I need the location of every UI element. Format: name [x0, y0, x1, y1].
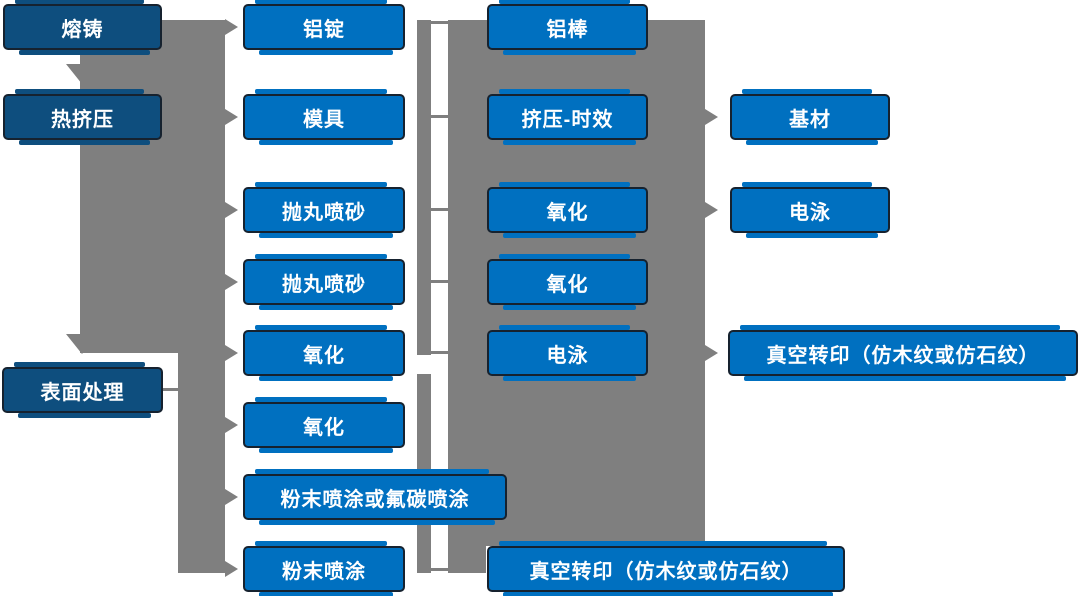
node-oxidation-3: 氧化 — [487, 182, 648, 238]
connector-left-band-upper — [80, 20, 225, 353]
connector-left-band-lower — [178, 353, 225, 573]
arrow-right-icon — [225, 417, 238, 433]
node-melting-casting: 熔铸 — [3, 0, 162, 55]
connector-stub-row1 — [431, 21, 448, 24]
node-electrophoresis-2: 电泳 — [730, 182, 890, 238]
node-mold: 模具 — [243, 89, 405, 145]
connector-main-block-foot — [448, 545, 486, 573]
connector-middle-bar-upper — [417, 20, 431, 355]
connector-stub-surface-treatment — [162, 388, 178, 391]
arrow-right-icon — [225, 561, 238, 577]
arrow-right-icon — [225, 345, 238, 361]
node-substrate: 基材 — [730, 89, 890, 145]
arrow-right-icon — [225, 19, 238, 35]
arrow-right-icon — [225, 109, 238, 125]
arrow-right-icon — [225, 274, 238, 290]
connector-stub-row3 — [431, 208, 448, 211]
node-aluminum-rod: 铝棒 — [487, 0, 648, 55]
node-surface-treatment: 表面处理 — [2, 362, 163, 418]
node-powder-coating: 粉末喷涂 — [243, 541, 405, 596]
arrow-right-icon — [705, 202, 718, 218]
arrow-down-icon — [66, 334, 98, 354]
node-vacuum-transfer-print-1: 真空转印（仿木纹或仿石纹） — [487, 541, 845, 596]
connector-stub-row4 — [431, 280, 448, 283]
arrow-right-icon — [225, 202, 238, 218]
node-powder-or-fluorocarbon-coating: 粉末喷涂或氟碳喷涂 — [243, 469, 507, 525]
arrow-right-icon — [225, 489, 238, 505]
connector-stub-row2 — [431, 115, 448, 118]
connector-stub-row5 — [431, 351, 448, 354]
node-vacuum-transfer-print-2: 真空转印（仿木纹或仿石纹） — [728, 325, 1078, 381]
connector-stub-row8 — [431, 568, 448, 571]
node-shot-blasting-2: 抛丸喷砂 — [243, 254, 405, 310]
node-oxidation-1: 氧化 — [243, 325, 405, 381]
node-electrophoresis-1: 电泳 — [487, 325, 648, 381]
node-hot-extrusion: 热挤压 — [3, 89, 162, 145]
arrow-right-icon — [705, 109, 718, 125]
node-oxidation-2: 氧化 — [243, 397, 405, 453]
node-oxidation-4: 氧化 — [487, 254, 648, 310]
arrow-right-icon — [705, 345, 718, 361]
node-shot-blasting-1: 抛丸喷砂 — [243, 182, 405, 238]
node-aluminum-ingot: 铝锭 — [243, 0, 405, 55]
arrow-down-icon — [66, 64, 98, 84]
node-extrusion-aging: 挤压-时效 — [487, 89, 648, 145]
